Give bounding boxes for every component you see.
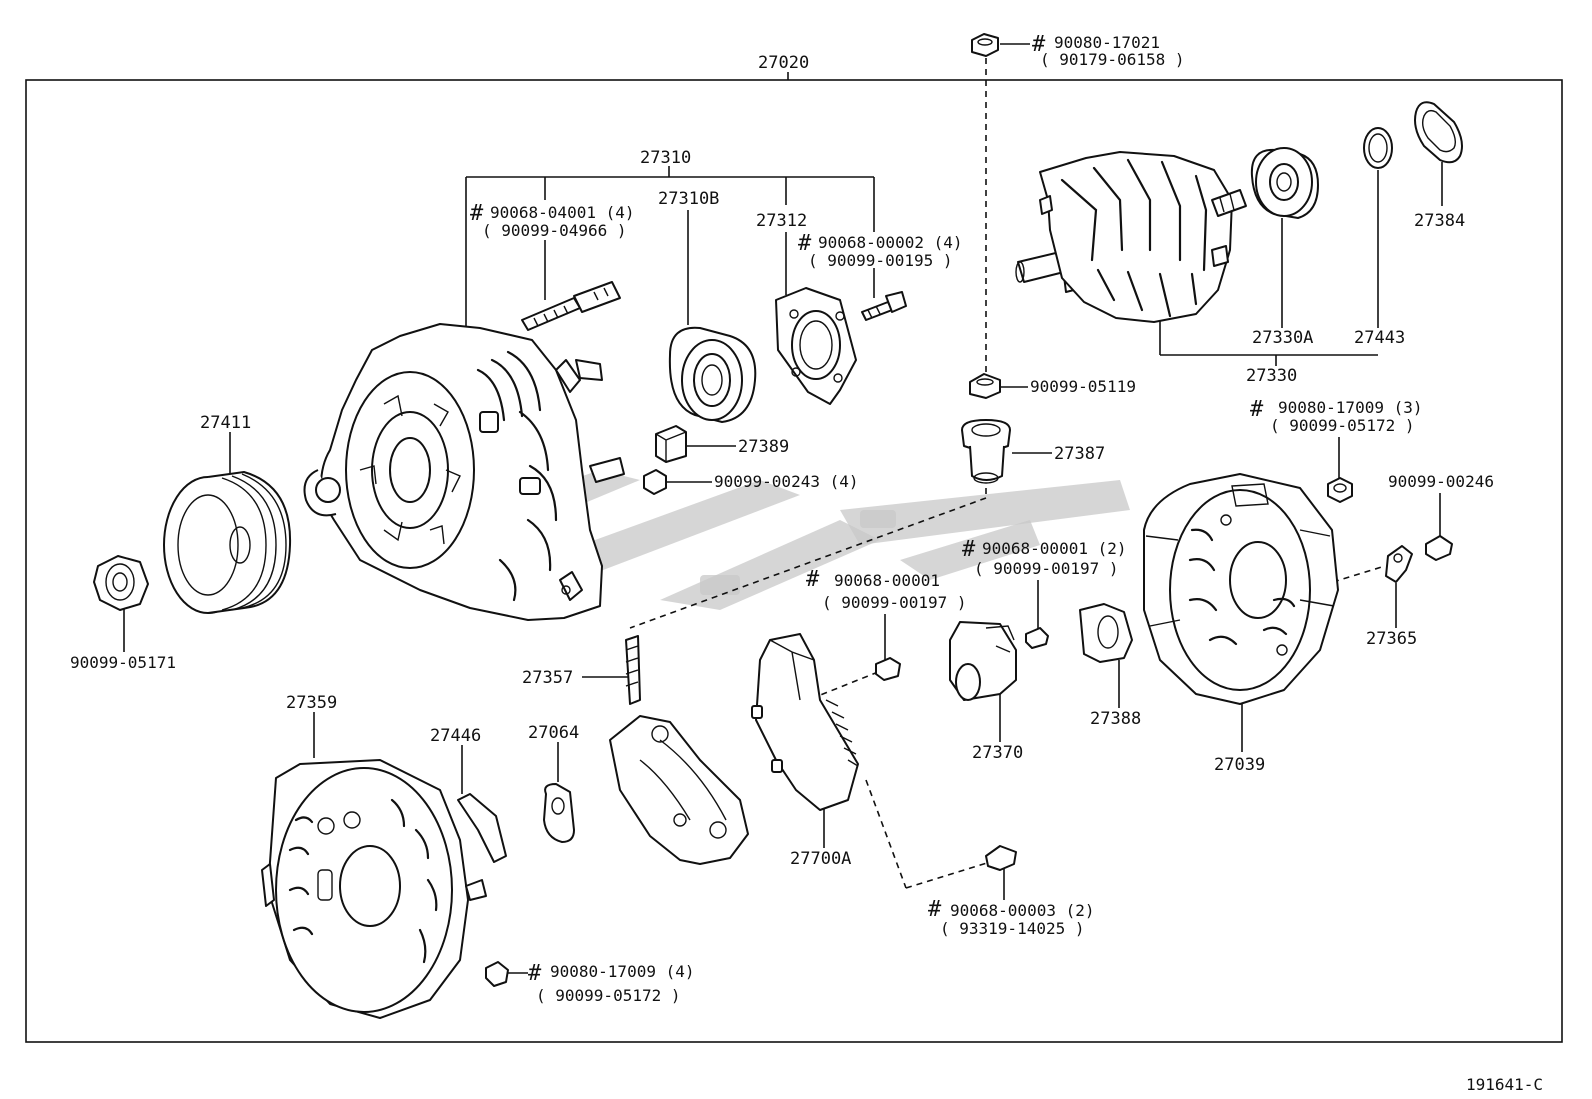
insulator-27446 [457,793,507,863]
label-bolt-00246-text: 90099-00246 [1388,472,1494,491]
label-27370: 27370 [972,743,1023,763]
hash-symbol: # [806,567,820,592]
terminal-bushing [961,419,1011,484]
label-27365: 27365 [1366,629,1417,649]
label-screw-27370-alt: ( 90099-00197 ) [974,559,1119,578]
label-nut-rear: 90080-17009 (3) [1278,398,1423,417]
label-27359: 27359 [286,693,337,713]
through-stud [521,281,621,331]
label-27357: 27357 [522,668,573,688]
retainer-plate [775,287,857,405]
rotor-bearing [1250,147,1319,219]
hash-symbol: # [928,897,942,922]
pulley [163,471,292,614]
rotor-assembly [1015,151,1247,323]
label-27387: 27387 [1054,444,1105,464]
rotor-ring [1363,127,1393,169]
screw-regulator [875,657,901,681]
nut-top-stud [971,33,999,57]
bolt-00243 [643,469,667,495]
label-screw-27370: 90068-00001 (2) [982,539,1127,558]
label-screw-regulator: 90068-00001 [834,571,940,590]
label-screw-27312-alt: ( 90099-00195 ) [808,251,953,270]
terminal-insulator [655,425,687,463]
screw-brush-holder [1025,627,1049,649]
label-stud-top: 90080-17021 [1054,33,1160,52]
label-27443: 27443 [1354,328,1405,348]
leader-lines [123,43,1443,974]
label-27310b: 27310B [658,189,719,209]
label-27411: 27411 [200,413,251,433]
label-stud-27310: 90068-04001 (4) [490,203,635,222]
label-screw-27312: 90068-00002 (4) [818,233,963,252]
brush-holder [949,621,1017,701]
label-nut-rear-alt: ( 90099-05172 ) [1270,416,1415,435]
label-27064: 27064 [528,723,579,743]
hash-symbol: # [798,231,812,256]
label-27700a: 27700A [790,849,851,869]
label-nut-bottom-alt: ( 90099-05172 ) [536,986,681,1005]
pulley-nut [93,555,149,611]
hash-symbol: # [962,537,976,562]
label-pulley-nut: 90099-05171 [70,653,176,672]
nut-bottom [485,961,509,987]
drive-end-frame [303,323,625,621]
hash-symbol: # [1032,32,1046,57]
hash-symbol: # [528,961,542,986]
rear-end-cover [1143,473,1339,705]
label-27446: 27446 [430,726,481,746]
label-27388: 27388 [1090,709,1141,729]
hash-symbol: # [470,201,484,226]
label-nut-05119: 90099-05119 [1030,377,1136,396]
drive-bearing [668,326,757,423]
label-screw-bottom: 90068-00003 (2) [950,901,1095,920]
labels: 27020 27310 27310B 27312 # 90068-04001 (… [70,32,1543,1094]
screw-retainer [861,291,907,321]
screw-bottom [985,845,1017,871]
label-27330a: 27330A [1252,328,1313,348]
end-cover [261,759,487,1019]
hash-symbol: # [1250,397,1264,422]
diagram-frame [25,79,1563,1043]
label-stud-27310-alt: ( 90099-04966 ) [482,221,627,240]
cover-27388 [1079,603,1133,663]
label-screw-bottom-alt: ( 93319-14025 ) [940,919,1085,938]
rectifier-holder [609,635,749,865]
label-screw-regulator-alt: ( 90099-00197 ) [822,593,967,612]
plate-27365 [1385,545,1413,583]
label-stud-top-alt: ( 90179-06158 ) [1040,50,1185,69]
diagram-code: 191641-C [1466,1075,1543,1094]
label-bolt-00243: 90099-00243 (4) [714,472,859,491]
label-27384: 27384 [1414,211,1465,231]
label-27389: 27389 [738,437,789,457]
label-27310: 27310 [640,148,691,168]
insulator-27064 [543,783,575,843]
voltage-regulator [751,633,859,811]
label-27330: 27330 [1246,366,1297,386]
label-27020: 27020 [758,53,809,73]
label-nut-bottom: 90080-17009 (4) [550,962,695,981]
label-27312: 27312 [756,211,807,231]
rotor-collar [1414,101,1463,164]
label-27039: 27039 [1214,755,1265,775]
nut-rear [1327,477,1353,503]
nut-05119 [969,373,1001,399]
bolt-00246 [1425,535,1453,561]
